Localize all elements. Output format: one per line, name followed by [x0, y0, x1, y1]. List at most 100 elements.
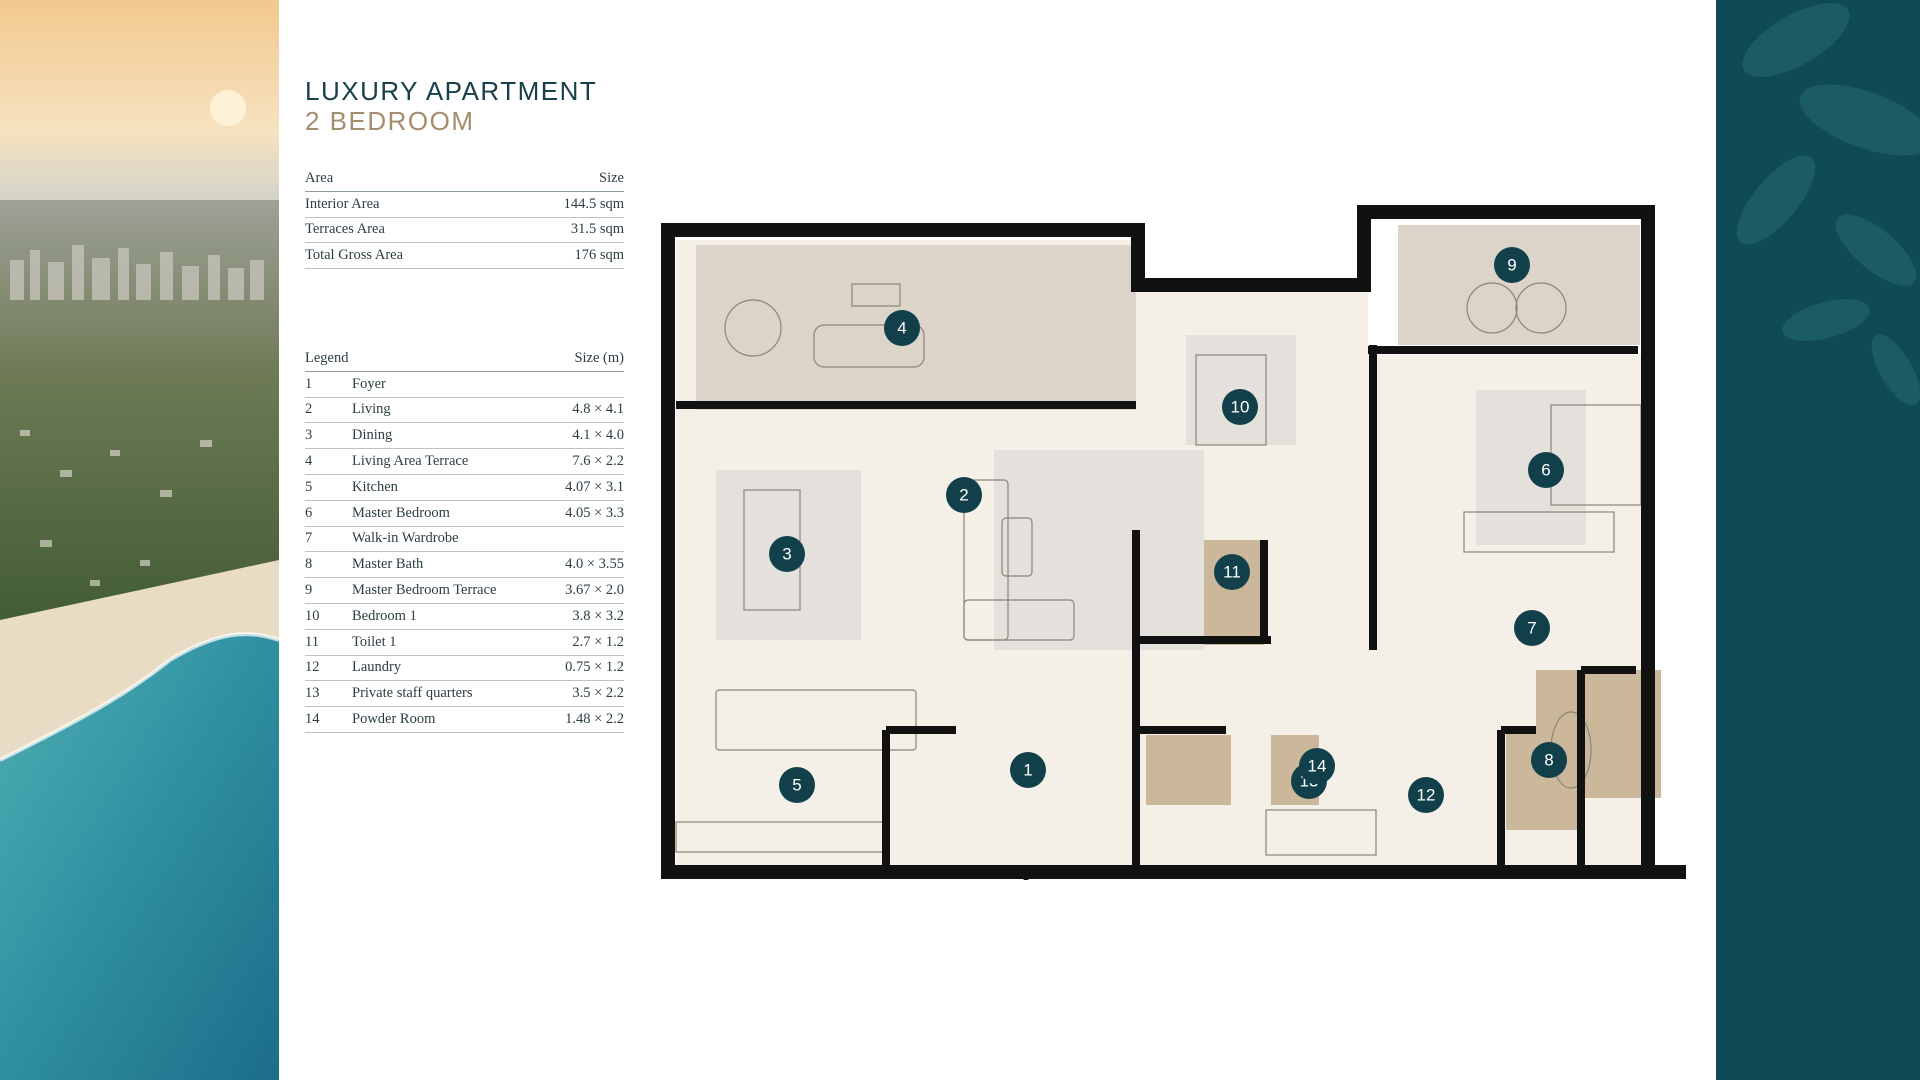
master-terrace: [1398, 225, 1640, 345]
marker-6: 6: [1528, 452, 1564, 488]
interior-walls: [676, 345, 1638, 870]
area-header-label: Area: [305, 166, 503, 192]
area-header-value: Size: [502, 166, 624, 192]
staff-bath: [1146, 735, 1231, 805]
legend-num: 5: [305, 474, 352, 501]
area-value: 31.5 sqm: [502, 217, 624, 244]
legend-name: Living Area Terrace: [352, 448, 546, 475]
marker-11-label: 11: [1223, 563, 1241, 582]
foliage-panel: [1716, 0, 1920, 1080]
legend-size: 4.0 × 3.55: [545, 551, 624, 579]
legend-size: [545, 371, 624, 398]
legend-num: 12: [305, 655, 352, 682]
legend-size: 1.48 × 2.2: [545, 706, 624, 733]
entrance-icon: [1023, 875, 1029, 880]
marker-2-label: 2: [959, 486, 968, 505]
content-area: LUXURY APARTMENT 2 BEDROOM Area Size Int…: [279, 0, 1716, 1080]
legend-name: Dining: [352, 422, 546, 450]
marker-2: 2: [946, 477, 982, 513]
legend-num: 13: [305, 680, 352, 708]
marker-3: 3: [769, 536, 805, 572]
area-label: Interior Area: [305, 191, 503, 218]
marker-10-label: 10: [1231, 398, 1250, 417]
legend-name: Bedroom 1: [352, 603, 546, 630]
furniture: [675, 282, 1642, 856]
legend-size: 0.75 × 1.2: [545, 655, 624, 682]
legend-num: 3: [305, 422, 352, 450]
marker-8-label: 8: [1544, 751, 1553, 770]
title-line-2: 2 BEDROOM: [305, 106, 475, 136]
area-table-header: Area Size: [305, 166, 624, 192]
legend-num: 11: [305, 629, 352, 656]
marker-5: 5: [779, 767, 815, 803]
legend-num: 7: [305, 526, 352, 553]
area-value: 176 sqm: [502, 242, 624, 270]
legend-size: 4.8 × 4.1: [545, 397, 624, 424]
legend-num: 6: [305, 500, 352, 527]
legend-size: 4.1 × 4.0: [545, 422, 624, 450]
legend-name: Powder Room: [352, 706, 546, 733]
area-label: Terraces Area: [305, 217, 503, 244]
marker-5-label: 5: [792, 776, 801, 795]
legend-num: 14: [305, 706, 352, 733]
legend-num: 4: [305, 448, 352, 475]
living-rug: [994, 450, 1204, 650]
marker-12-label: 12: [1417, 786, 1436, 805]
area-label: Total Gross Area: [305, 242, 503, 270]
legend-name: Toilet 1: [352, 629, 546, 656]
marker-10: 10: [1222, 389, 1258, 425]
marker-1: 1: [1010, 752, 1046, 788]
legend-name: Laundry: [352, 655, 546, 682]
legend-num: 9: [305, 577, 352, 604]
marker-6-label: 6: [1541, 461, 1550, 480]
legend-size: 3.5 × 2.2: [545, 680, 624, 708]
marker-8: 8: [1531, 742, 1567, 778]
legend-size: 3.8 × 3.2: [545, 603, 624, 630]
marker-12: 12: [1408, 777, 1444, 813]
legend-name: Kitchen: [352, 474, 546, 501]
legend-size: [545, 526, 624, 553]
marker-14-label: 14: [1308, 757, 1327, 776]
legend-name: Walk-in Wardrobe: [352, 526, 546, 553]
legend-name: Master Bedroom: [352, 500, 546, 527]
legend-name: Private staff quarters: [352, 680, 546, 708]
marker-14: 14: [1299, 748, 1335, 784]
marker-3-label: 3: [782, 545, 791, 564]
marker-1-label: 1: [1023, 761, 1032, 780]
marker-9-label: 9: [1507, 256, 1516, 275]
legend-num: 8: [305, 551, 352, 579]
legend-name: Master Bedroom Terrace: [352, 577, 546, 604]
marker-4-label: 4: [897, 319, 906, 338]
legend-size: 4.05 × 3.3: [545, 500, 624, 527]
marker-4: 4: [884, 310, 920, 346]
legend-size: 3.67 × 2.0: [545, 577, 624, 604]
legend-table-header: Legend Size (m): [305, 346, 624, 372]
legend-name: Living: [352, 397, 546, 424]
legend-num: 2: [305, 397, 352, 424]
marker-11: 11: [1214, 554, 1250, 590]
exterior-walls: [661, 205, 1686, 879]
legend-num: 10: [305, 603, 352, 630]
legend-size: 4.07 × 3.1: [545, 474, 624, 501]
legend-num: 1: [305, 371, 352, 398]
legend-name: Master Bath: [352, 551, 546, 579]
marker-7-label: 7: [1527, 619, 1536, 638]
area-value: 144.5 sqm: [502, 191, 624, 218]
legend-size: 2.7 × 1.2: [545, 629, 624, 656]
legend-name: Foyer: [352, 371, 546, 398]
